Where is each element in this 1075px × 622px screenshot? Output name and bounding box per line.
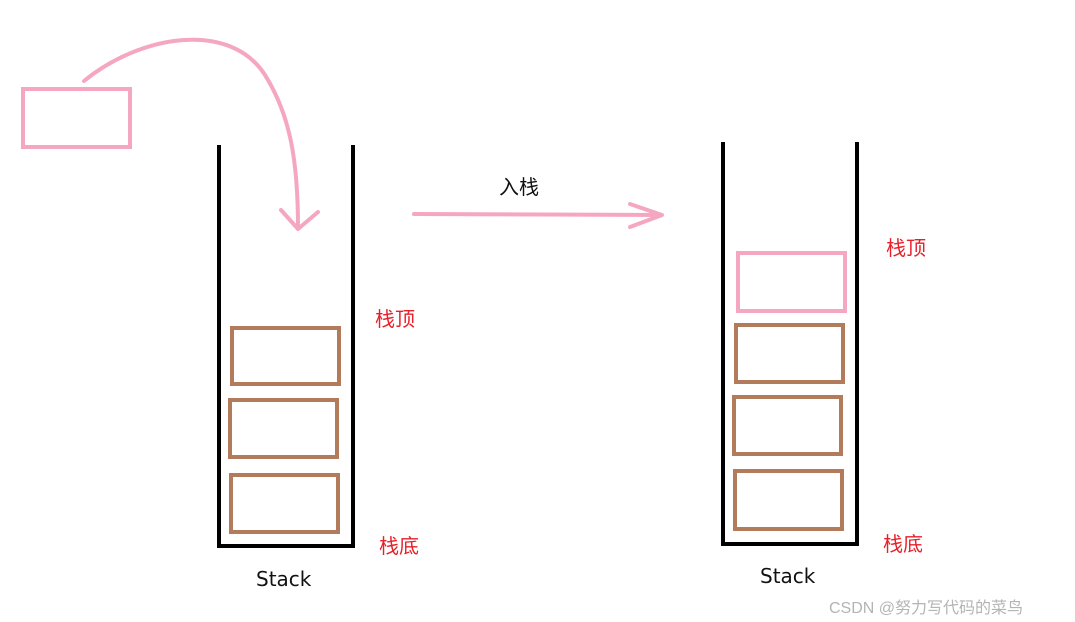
- right-stack-container: [721, 142, 859, 546]
- push-arrow-line: [412, 212, 663, 217]
- push-label: 入栈: [499, 175, 539, 199]
- right-stack-element-1: [733, 469, 844, 531]
- curved-arrow-head: [279, 208, 320, 231]
- right-stack-name: Stack: [760, 564, 816, 588]
- left-stack-container: [217, 145, 355, 548]
- right-stack-element-4-pushed: [736, 251, 847, 313]
- left-stack-element-3: [230, 326, 341, 386]
- left-stack-bottom-label: 栈底: [379, 534, 419, 558]
- left-stack-name: Stack: [256, 567, 312, 591]
- incoming-element: [21, 87, 132, 149]
- left-stack-top-label: 栈顶: [375, 307, 415, 331]
- watermark: CSDN @努力写代码的菜鸟: [829, 600, 1024, 617]
- left-stack-element-1: [229, 473, 340, 534]
- right-stack-element-3: [734, 323, 845, 384]
- curved-push-arrow: [82, 37, 300, 230]
- right-stack-element-2: [732, 395, 843, 456]
- right-stack-top-label: 栈顶: [886, 236, 926, 260]
- push-arrow-head: [628, 202, 664, 229]
- left-stack-element-2: [228, 398, 339, 459]
- right-stack-bottom-label: 栈底: [883, 532, 923, 556]
